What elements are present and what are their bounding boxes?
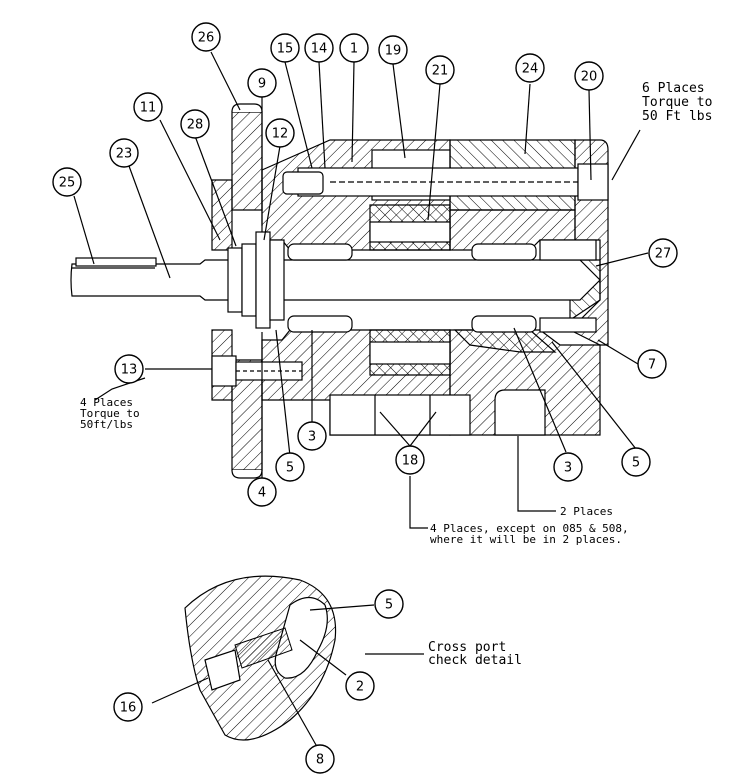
balloon-label: 15 — [277, 42, 294, 57]
balloon-b12: 12 — [265, 118, 295, 148]
main-section-view — [70, 103, 609, 479]
balloon-b3a: 3 — [297, 421, 327, 451]
balloon-label: 25 — [59, 176, 76, 191]
balloon-b7: 7 — [637, 349, 667, 379]
balloon-label: 13 — [121, 363, 138, 378]
balloon-b2: 2 — [345, 671, 375, 701]
balloon-b21: 21 — [425, 55, 455, 85]
notes: 6 Places Torque to 50 Ft lbs 4 Places To… — [80, 81, 712, 668]
balloon-label: 11 — [140, 101, 157, 116]
balloon-b28: 28 — [180, 109, 210, 139]
note-four-places-2: where it will be in 2 places. — [430, 533, 622, 546]
balloon-label: 19 — [385, 44, 402, 59]
balloon-b27: 27 — [648, 238, 678, 268]
balloon-label: 27 — [655, 247, 672, 262]
cross-port-detail — [151, 575, 424, 753]
balloon-b1: 1 — [339, 33, 369, 63]
balloon-b16: 16 — [113, 692, 143, 722]
balloon-label: 4 — [258, 486, 266, 501]
balloon-b23: 23 — [109, 138, 139, 168]
balloon-label: 5 — [632, 456, 640, 471]
balloon-label: 26 — [198, 31, 215, 46]
balloon-b5a: 5 — [275, 452, 305, 482]
balloon-label: 7 — [648, 358, 656, 373]
balloon-label: 5 — [286, 461, 294, 476]
balloon-b15: 15 — [270, 33, 300, 63]
note-four-places-1: 4 Places, except on 085 & 508, — [430, 522, 629, 535]
note-screw-torque-1: 4 Places — [80, 396, 133, 409]
balloon-label: 23 — [116, 147, 133, 162]
balloon-label: 8 — [316, 753, 324, 768]
balloon-b5c: 5 — [374, 589, 404, 619]
balloon-b5b: 5 — [621, 447, 651, 477]
balloon-b13: 13 — [114, 354, 144, 384]
balloon-b14: 14 — [304, 33, 334, 63]
note-bolt-torque-3: 50 Ft lbs — [642, 109, 712, 124]
balloon-b4: 4 — [247, 477, 277, 507]
balloon-label: 16 — [120, 701, 137, 716]
balloon-label: 3 — [308, 430, 316, 445]
balloon-b9: 9 — [247, 68, 277, 98]
balloon-b24: 24 — [515, 53, 545, 83]
balloon-label: 18 — [402, 454, 419, 469]
note-bolt-torque-2: Torque to — [642, 95, 712, 110]
note-cross-port-2: check detail — [428, 653, 522, 668]
balloon-b20: 20 — [574, 61, 604, 91]
leader-lines — [73, 51, 649, 529]
balloon-b8: 8 — [305, 744, 335, 774]
balloon-b11: 11 — [133, 92, 163, 122]
note-bolt-torque-1: 6 Places — [642, 81, 705, 96]
balloon-b25: 25 — [52, 167, 82, 197]
balloon-label: 28 — [187, 118, 204, 133]
balloon-label: 20 — [581, 70, 598, 85]
balloon-label: 1 — [350, 42, 358, 57]
balloon-label: 24 — [522, 62, 539, 77]
balloon-label: 12 — [272, 127, 289, 142]
note-cross-port-1: Cross port — [428, 640, 506, 655]
note-screw-torque-2: Torque to — [80, 407, 140, 420]
balloon-label: 3 — [564, 461, 572, 476]
balloon-label: 2 — [356, 680, 364, 695]
balloon-b26: 26 — [191, 22, 221, 52]
balloon-b18: 18 — [395, 445, 425, 475]
balloon-label: 21 — [432, 64, 449, 79]
note-two-places: 2 Places — [560, 505, 613, 518]
balloon-b3b: 3 — [553, 452, 583, 482]
note-screw-torque-3: 50ft/lbs — [80, 418, 133, 431]
balloon-label: 5 — [385, 598, 393, 613]
balloon-label: 14 — [311, 42, 328, 57]
balloon-label: 9 — [258, 77, 266, 92]
balloon-b19: 19 — [378, 35, 408, 65]
